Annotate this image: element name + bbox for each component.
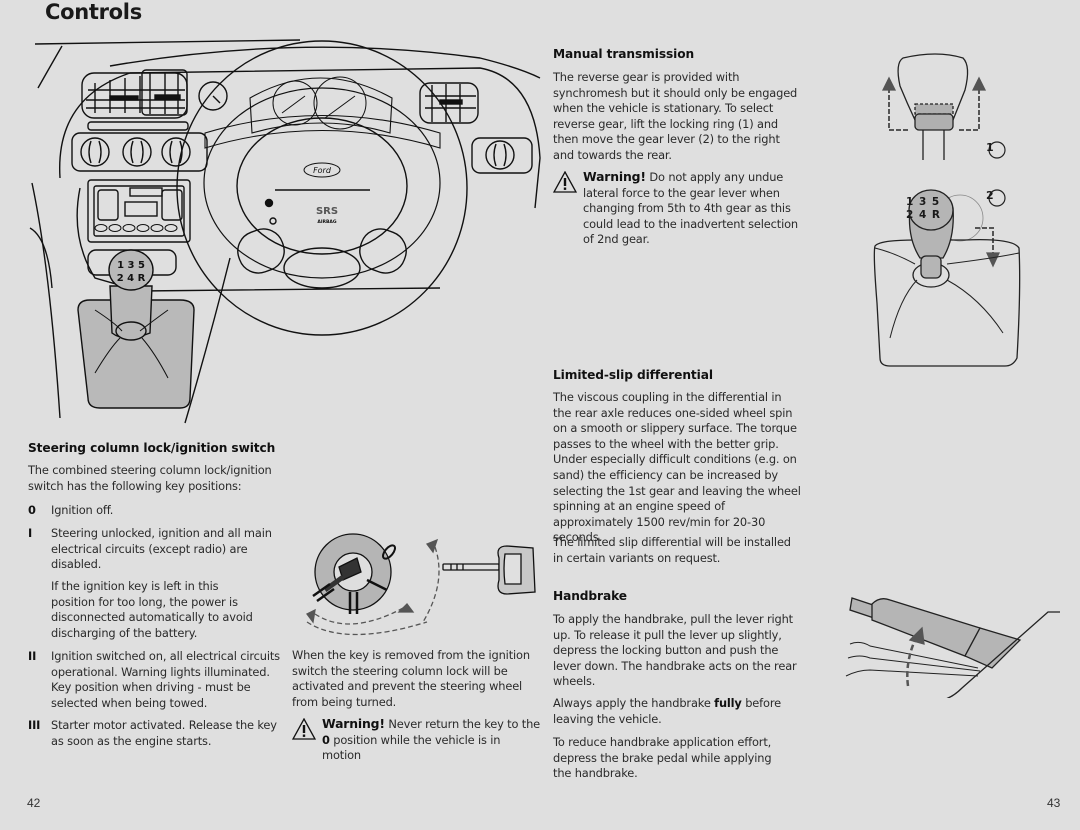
heater-controls <box>71 132 533 174</box>
key-position-text: Steering unlocked, ignition and all main… <box>51 526 272 572</box>
warning-text-part1: Never return the key to the <box>388 717 541 731</box>
manual-transmission-body: The reverse gear is provided with synchr… <box>553 70 798 162</box>
dashboard-illustration: Ford SRS AIRBAG 1 3 5 2 4 R <box>29 39 541 424</box>
page-number-left: 42 <box>27 796 41 810</box>
handbrake-body: To apply the handbrake, pull the lever r… <box>553 612 797 689</box>
handbrake-always-post: before leaving the vehicle. <box>553 696 781 726</box>
handbrake-always: Always apply the handbrake fully before … <box>553 696 801 727</box>
key-position-label: III <box>28 718 41 732</box>
warning-label: Warning! <box>583 169 646 184</box>
key-position-III: III Starter motor activated. Release the… <box>28 718 286 749</box>
key-position-label: II <box>28 649 37 663</box>
gear-lever-illustration <box>873 53 1021 367</box>
warning-label: Warning! <box>322 716 385 731</box>
warning-text: Do not apply any undue lateral force to … <box>583 170 798 247</box>
warning-triangle-icon <box>553 171 577 193</box>
dash-outline <box>29 39 541 424</box>
key-position-label: I <box>28 526 33 540</box>
limited-slip-body: The viscous coupling in the differential… <box>553 390 801 545</box>
handbrake-illustration <box>845 597 1060 698</box>
warning-key-zero: 0 <box>322 732 330 747</box>
gear-knob-row1: 1 3 5 <box>906 196 941 208</box>
steering-lock-intro: The combined steering column lock/igniti… <box>28 463 272 493</box>
callout-2: 2 <box>986 189 994 202</box>
key-position-I-note: If the ignition key is left in this posi… <box>51 579 253 640</box>
limited-slip-body2: The limited slip differential will be in… <box>553 535 791 565</box>
manual-transmission-heading: Manual transmission <box>553 47 695 61</box>
transmission-warning: Warning! Do not apply any undue lateral … <box>553 169 798 248</box>
ignition-warning: Warning! Never return the key to the 0 po… <box>292 716 542 764</box>
airbag-label: AIRBAG <box>317 219 337 225</box>
dash-knob-row1: 1 3 5 <box>117 260 145 271</box>
ford-logo-text: Ford <box>313 166 332 175</box>
steering-lock-heading: Steering column lock/ignition switch <box>28 441 276 455</box>
warning-triangle-icon <box>292 718 316 740</box>
callout-1-circle <box>988 141 1006 159</box>
ignition-illustration <box>306 533 536 636</box>
key-removal-text: When the key is removed from the ignitio… <box>292 648 530 709</box>
page-number-right: 43 <box>1047 796 1061 810</box>
dash-knob-row2: 2 4 R <box>117 273 146 284</box>
key-position-text: Starter motor activated. Release the key… <box>51 718 277 748</box>
callout-2-circle <box>988 189 1006 207</box>
handbrake-reduce: To reduce handbrake application effort, … <box>553 735 772 781</box>
key-position-label: 0 <box>28 503 36 517</box>
radio-unit <box>87 179 191 243</box>
key-position-text: Ignition off. <box>51 503 114 517</box>
handbrake-heading: Handbrake <box>553 589 627 603</box>
gear-knob-row2: 2 4 R <box>906 209 942 221</box>
key-position-II: II Ignition switched on, all electrical … <box>28 649 286 711</box>
key-position-0: 0 Ignition off. <box>28 503 283 519</box>
limited-slip-heading: Limited-slip differential <box>553 368 713 382</box>
handbrake-always-bold: fully <box>714 696 742 710</box>
warning-text-part2: position while the vehicle is in motion <box>322 732 501 763</box>
steering-wheel <box>176 40 468 336</box>
srs-mark: SRS <box>316 206 338 217</box>
handbrake-always-pre: Always apply the handbrake <box>553 696 711 710</box>
key-position-I: I Steering unlocked, ignition and all ma… <box>28 526 278 573</box>
page-title: Controls <box>45 0 142 24</box>
key-position-text: Ignition switched on, all electrical cir… <box>51 649 280 710</box>
air-vents <box>81 69 479 131</box>
gear-lever-dash <box>77 249 195 409</box>
callout-1: 1 <box>986 141 994 154</box>
